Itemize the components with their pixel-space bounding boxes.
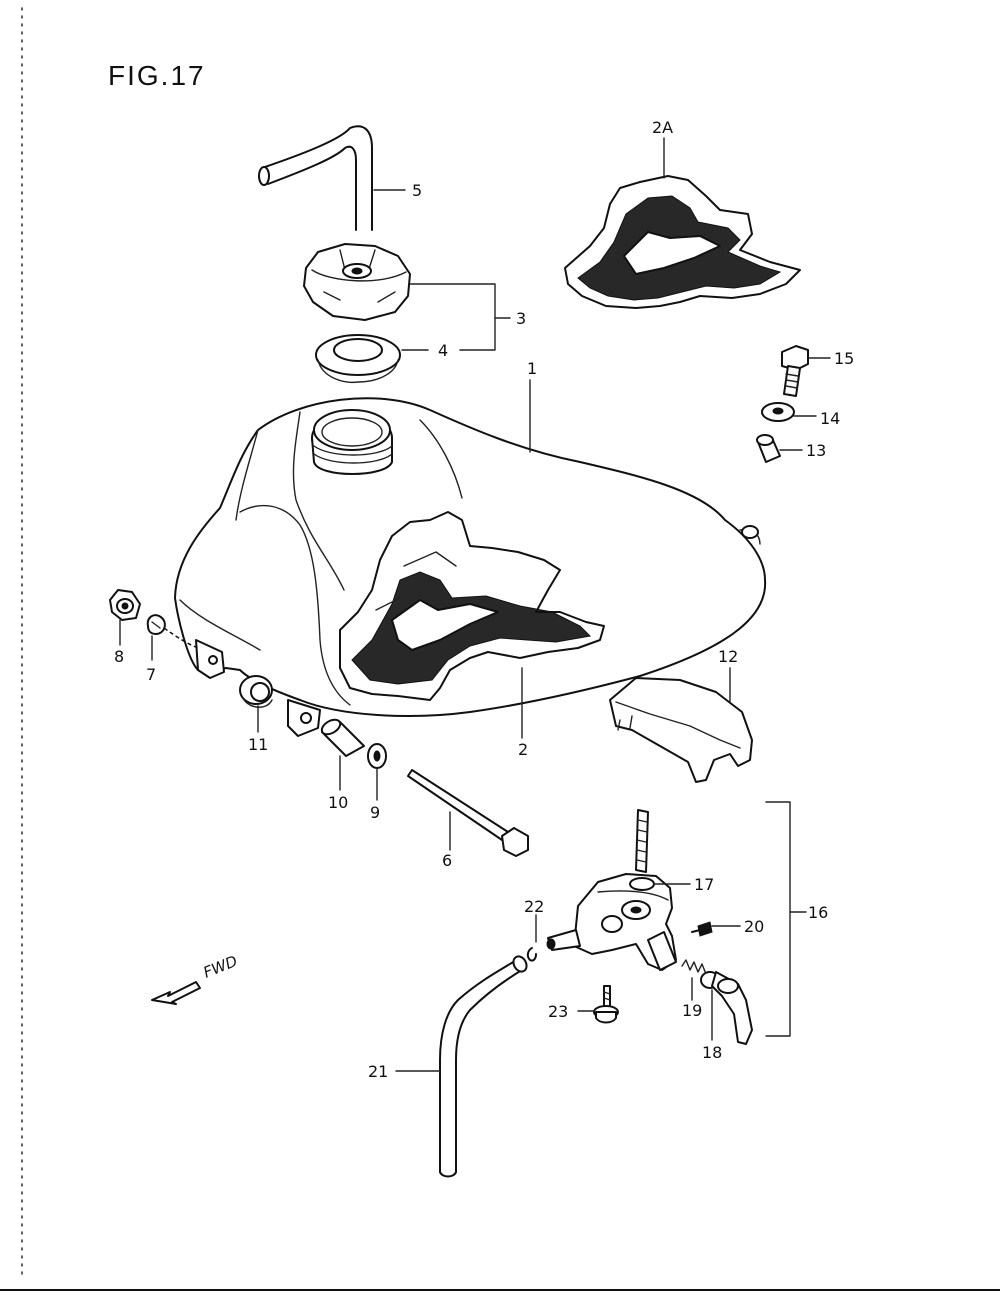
label-15: 15 [834,349,854,368]
part-13-collar [756,434,803,463]
label-14: 14 [820,409,840,428]
label-12: 12 [718,647,738,666]
fwd-label: FWD [201,952,240,982]
part-3-fuel-cap [303,243,511,351]
part-14-washer [761,402,817,422]
label-9: 9 [370,803,380,822]
part-2-tank-emblem [339,511,605,739]
part-22-hose-clip [526,914,537,962]
part-5-vent-hose [258,125,406,231]
part-21-fuel-hose [395,955,528,1178]
forward-direction-indicator: FWD [151,952,240,1005]
part-19-spring [681,959,707,1001]
label-19: 19 [682,1001,702,1020]
label-8: 8 [114,647,124,666]
part-16-fuel-cock-assembly [546,801,807,1037]
figure-title: FIG.17 [108,60,206,91]
label-7: 7 [146,665,156,684]
label-20: 20 [744,917,764,936]
part-11-cushion [239,675,273,733]
part-17-o-ring [629,877,691,891]
part-2a-alternate-emblem [564,137,801,309]
label-11: 11 [248,735,268,754]
label-16: 16 [808,903,828,922]
label-22: 22 [524,897,544,916]
part-9-washer [367,743,387,801]
part-10-spacer [320,718,365,791]
part-7-lock-washer [146,614,199,661]
label-1: 1 [527,359,537,378]
part-4-cap-gasket [315,334,429,384]
part-20-screw [691,921,741,937]
label-17: 17 [694,875,714,894]
label-2a: 2A [652,118,673,137]
part-15-bolt [781,345,831,397]
label-5: 5 [412,181,422,200]
label-21: 21 [368,1062,388,1081]
label-13: 13 [806,441,826,460]
part-6-long-bolt [407,769,529,857]
label-18: 18 [702,1043,722,1062]
label-2: 2 [518,740,528,759]
label-6: 6 [442,851,452,870]
part-23-mounting-bolt [577,985,619,1024]
label-23: 23 [548,1002,568,1021]
part-8-nut [109,589,141,646]
label-3: 3 [516,309,526,328]
part-12-tank-cover [609,667,753,783]
label-10: 10 [328,793,348,812]
part-18-lever [700,971,753,1045]
label-4: 4 [438,341,448,360]
callout-labels: 1 2 2A 3 4 5 6 7 8 9 10 11 12 13 14 15 1… [114,118,854,1081]
